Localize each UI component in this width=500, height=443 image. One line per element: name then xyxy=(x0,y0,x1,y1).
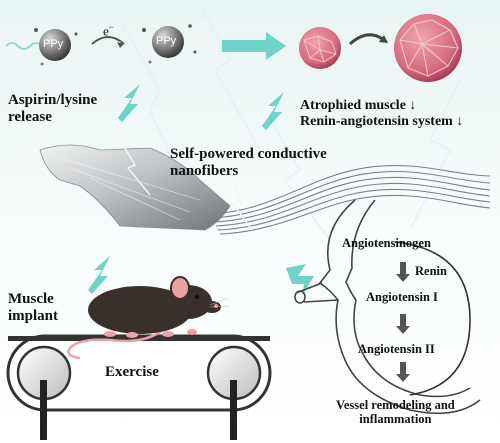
mouse-icon xyxy=(67,276,230,360)
pathway-arrows xyxy=(396,262,410,382)
cyan-arrow-icon xyxy=(222,32,286,60)
lightning-arrow-icon xyxy=(88,256,110,294)
sheet-lightning xyxy=(119,139,253,231)
nanofiber-sheet xyxy=(39,144,491,235)
ppy-sphere-icon xyxy=(142,24,197,64)
wavy-line-icon xyxy=(5,42,43,50)
background-lightning xyxy=(119,4,461,241)
muscle-fiber-small-icon xyxy=(299,27,341,69)
muscle-implant-label: Muscle implant xyxy=(8,291,59,325)
exercise-label: Exercise xyxy=(105,364,159,380)
vessel-outcome-label: Vessel remodeling and inflammation xyxy=(336,398,455,427)
lightning-arrow-icon xyxy=(286,264,314,296)
renin-label: Renin xyxy=(415,264,447,278)
vessel-icon xyxy=(294,199,481,415)
pathway-curve xyxy=(394,241,471,396)
ppy-sphere-icon xyxy=(34,28,78,66)
treadmill-icon xyxy=(6,334,272,440)
curved-arrow-icon xyxy=(349,33,388,46)
electron-arrow-icon xyxy=(91,36,125,48)
nanofibers-label: Self-powered conductive nanofibers xyxy=(170,146,327,180)
lightning-arrow-icon xyxy=(118,84,140,122)
electron-label: e− xyxy=(103,22,114,39)
atrophy-ras-label: Atrophied muscle ↓ Renin-angiotensin sys… xyxy=(300,98,464,130)
ppy-label-right: PPy xyxy=(156,35,177,47)
aspirin-release-label: Aspirin/lysine release xyxy=(8,92,98,126)
angiotensin-2-label: Angiotensin II xyxy=(358,342,435,356)
angiotensin-1-label: Angiotensin I xyxy=(366,290,438,304)
angiotensinogen-label: Angiotensinogen xyxy=(342,236,431,250)
down-arrow-icon: ↓ xyxy=(409,98,417,113)
lightning-arrow-icon xyxy=(262,92,284,130)
down-arrow-icon: ↓ xyxy=(456,114,464,130)
muscle-fiber-large-icon xyxy=(394,14,462,82)
ppy-label-left: PPy xyxy=(43,38,64,50)
